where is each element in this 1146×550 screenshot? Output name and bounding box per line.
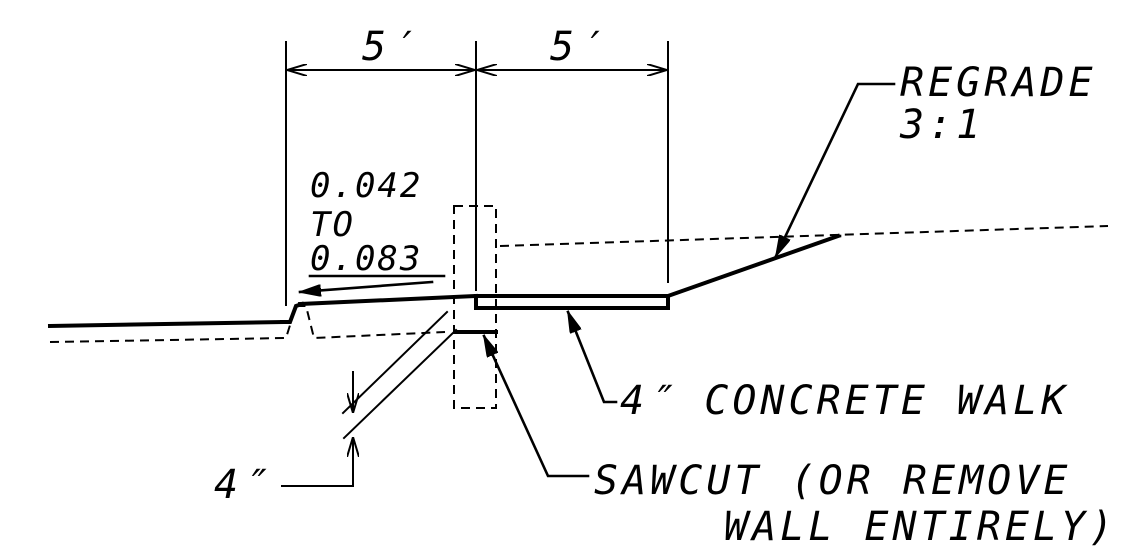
regrade-slope-line xyxy=(665,233,841,299)
slope-label-value-1: 0.042 xyxy=(310,166,422,206)
wall-slope-line-upper xyxy=(341,310,449,415)
walk-label: 4″ CONCRETE WALK xyxy=(620,378,1069,424)
slope-arrow xyxy=(300,280,434,292)
top-dimension: 5′ 5′ xyxy=(285,24,669,306)
regrade-leader xyxy=(774,82,896,256)
sawcut-leader xyxy=(482,336,590,478)
concrete-walk xyxy=(474,233,842,310)
wall-outline-dashed xyxy=(453,205,497,409)
walk-callout: 4″ CONCRETE WALK xyxy=(566,312,1069,424)
walk-leader xyxy=(566,312,618,404)
sawcut-callout: SAWCUT (OR REMOVE WALL ENTIRELY) xyxy=(482,336,1117,550)
dimension-label-right: 5′ xyxy=(550,24,606,70)
walk-slab xyxy=(474,294,670,310)
ground-profile xyxy=(47,225,1109,343)
slope-label-to: TO xyxy=(310,205,355,245)
retaining-wall: 4″ xyxy=(214,205,498,508)
dimension-4in-label: 4″ xyxy=(214,462,270,508)
sawcut-label-line1: SAWCUT (OR REMOVE xyxy=(594,458,1071,504)
wall-slope-line-lower xyxy=(342,328,458,440)
slope-callout: 0.042 TO 0.083 xyxy=(300,166,446,292)
slope-label-value-2: 0.083 xyxy=(310,239,422,279)
existing-pavement-line xyxy=(47,319,285,329)
regrade-callout: REGRADE 3:1 xyxy=(774,60,1097,256)
sawcut-label-line2: WALL ENTIRELY) xyxy=(724,504,1117,550)
existing-grade-right-dashed xyxy=(499,225,1109,247)
regrade-ratio-label: 3:1 xyxy=(899,102,984,148)
dimension-label-left: 5′ xyxy=(362,24,418,70)
existing-grade-dashed xyxy=(49,305,446,343)
regrade-label: REGRADE xyxy=(900,60,1097,106)
sloped-surface-line xyxy=(297,293,479,307)
